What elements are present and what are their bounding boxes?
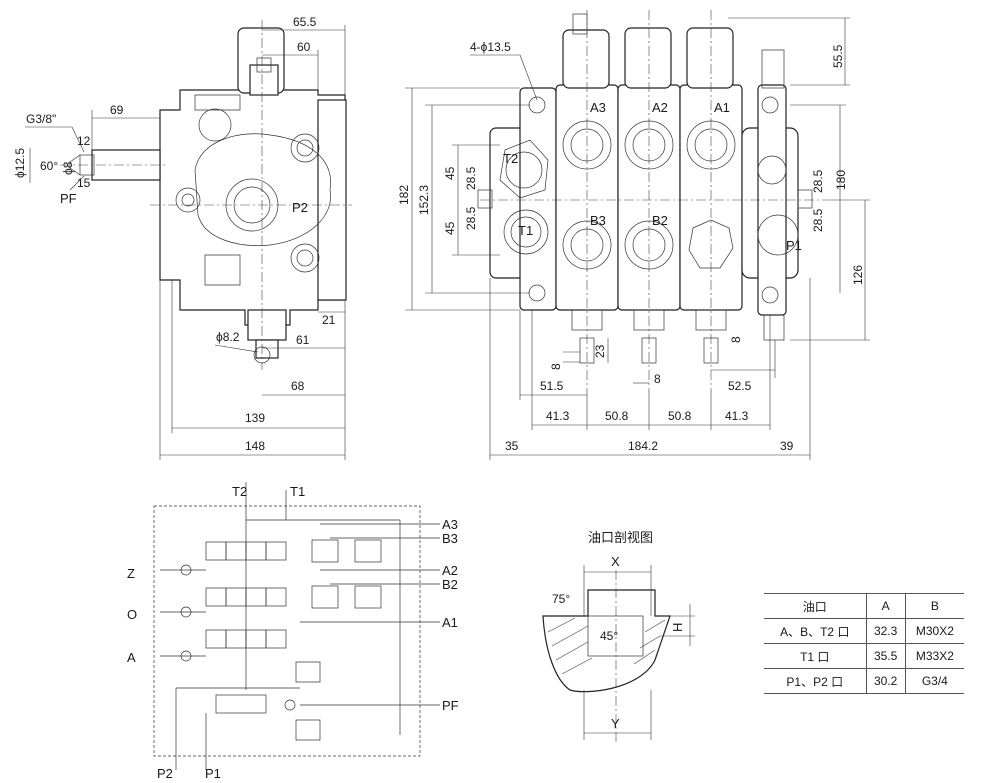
dim-41-3-left: 41.3 (546, 409, 570, 423)
table-cell: 30.2 (865, 668, 906, 694)
dim-21: 21 (322, 313, 336, 327)
table-cell: 35.5 (865, 643, 906, 669)
dim-182: 182 (397, 185, 411, 205)
hydraulic-schematic: T2 T1 A3 B3 A2 B2 A1 PF Z O A (127, 482, 459, 781)
table-cell: T1 口 (764, 643, 867, 669)
dim-61: 61 (296, 333, 310, 347)
table-cell: 32.3 (865, 618, 906, 644)
dim-69: 69 (110, 103, 124, 117)
dim-8-c: 8 (729, 336, 743, 343)
dim-8-b: 8 (654, 372, 661, 386)
table-cell: G3/4 (904, 668, 964, 694)
table-header-cell: A (865, 593, 906, 619)
schem-t2: T2 (232, 484, 247, 499)
port-a3: A3 (590, 100, 606, 115)
port-t2: T2 (503, 151, 518, 166)
table-header-cell: 油口 (764, 593, 867, 619)
dim-15: 15 (77, 176, 91, 190)
table-header-cell: B (904, 593, 964, 619)
dim-phi-8: ϕ8 (61, 161, 75, 175)
table-cell: M33X2 (904, 643, 964, 669)
dim-28-5-left-lower: 28.5 (464, 206, 478, 230)
side-view: 65.5 60 69 G3/8" 12 ϕ12.5 60° ϕ8 15 PF P… (13, 15, 352, 460)
port-a2: A2 (652, 100, 668, 115)
dim-phi-12-5: ϕ12.5 (13, 148, 27, 178)
dim-45-lower: 45 (443, 221, 457, 235)
p2-label: P2 (292, 200, 308, 215)
dim-60-deg: 60° (40, 159, 58, 173)
schem-z: Z (127, 566, 135, 581)
dim-60: 60 (297, 40, 311, 54)
port-b2: B2 (652, 213, 668, 228)
dim-35: 35 (505, 439, 519, 453)
table-cell: P1、P2 口 (764, 668, 867, 694)
schem-a: A (127, 650, 136, 665)
dim-28-5-right-upper: 28.5 (811, 169, 825, 193)
section-x: X (611, 554, 620, 569)
hole-label: 4-ϕ13.5 (470, 40, 511, 54)
dim-50-8-right: 50.8 (668, 409, 692, 423)
port-t1: T1 (518, 223, 533, 238)
dim-23: 23 (593, 344, 607, 358)
port-b3: B3 (590, 213, 606, 228)
dim-148: 148 (245, 439, 265, 453)
g3-8-label: G3/8" (26, 112, 56, 126)
schem-b3: B3 (442, 531, 458, 546)
port-p1: P1 (786, 238, 802, 253)
port-a1: A1 (714, 100, 730, 115)
dim-45-upper: 45 (443, 166, 457, 180)
dim-65-5: 65.5 (293, 15, 317, 29)
pf-label: PF (60, 191, 77, 206)
dim-41-3-right: 41.3 (725, 409, 749, 423)
table-cell: M30X2 (904, 618, 964, 644)
section-angle-45: 45° (600, 629, 618, 643)
dim-52-5: 52.5 (728, 379, 752, 393)
dim-180: 180 (834, 170, 848, 190)
dim-184-2: 184.2 (628, 439, 658, 453)
dim-55-5: 55.5 (831, 44, 845, 68)
dim-68: 68 (291, 379, 305, 393)
section-y: Y (611, 716, 620, 731)
dim-12: 12 (77, 134, 91, 148)
dim-8-a: 8 (549, 363, 563, 370)
schem-p1: P1 (205, 766, 221, 781)
dim-50-8-left: 50.8 (605, 409, 629, 423)
front-view: A3 A2 A1 B3 B2 T2 T1 P1 4-ϕ13.5 55.5 182… (397, 10, 870, 460)
schem-a2: A2 (442, 563, 458, 578)
dim-39: 39 (780, 439, 794, 453)
schem-o: O (127, 607, 137, 622)
dim-phi-8-2: ϕ8.2 (216, 330, 240, 344)
dim-51-5: 51.5 (540, 379, 564, 393)
dim-139: 139 (245, 411, 265, 425)
port-section-view: 油口剖视图 X Y H 75° 45° (542, 530, 695, 745)
schem-p2: P2 (157, 766, 173, 781)
dim-126: 126 (851, 265, 865, 285)
section-angle-75: 75° (552, 592, 570, 606)
section-title: 油口剖视图 (588, 530, 653, 545)
schem-t1: T1 (290, 484, 305, 499)
dim-28-5-left-upper: 28.5 (464, 166, 478, 190)
schem-a1: A1 (442, 615, 458, 630)
schem-pf: PF (442, 698, 459, 713)
table-cell: A、B、T2 口 (764, 618, 867, 644)
dim-28-5-right-lower: 28.5 (811, 208, 825, 232)
schem-a3: A3 (442, 517, 458, 532)
section-h: H (670, 623, 685, 632)
dim-152-3: 152.3 (417, 185, 431, 215)
schem-b2: B2 (442, 577, 458, 592)
